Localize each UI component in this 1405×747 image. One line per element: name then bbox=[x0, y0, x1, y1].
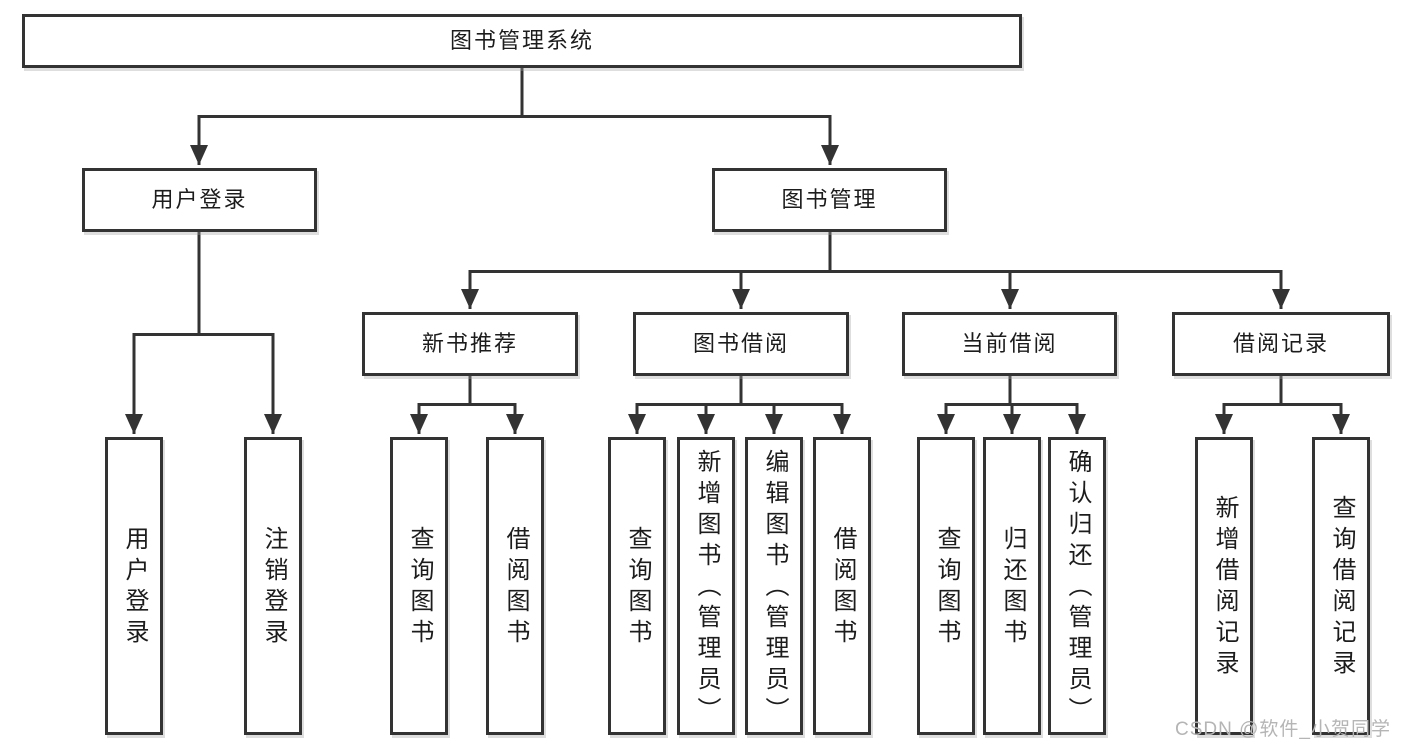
node-book-borrow: 图书借阅 bbox=[633, 312, 849, 376]
connector-book-borrow-children bbox=[628, 376, 851, 434]
connector-borrow-records-children bbox=[1215, 376, 1350, 434]
node-user-login: 用户登录 bbox=[82, 168, 317, 232]
connector-book-management-children bbox=[461, 232, 1290, 309]
leaf-add-borrow-record: 新增借阅记录 bbox=[1195, 437, 1253, 735]
node-new-book-recommend: 新书推荐 bbox=[362, 312, 578, 376]
leaf-return-book: 归还图书 bbox=[983, 437, 1041, 735]
leaf-query-books-borrow: 查询图书 bbox=[608, 437, 666, 735]
leaf-query-borrow-record: 查询借阅记录 bbox=[1312, 437, 1370, 735]
leaf-query-books-recommend: 查询图书 bbox=[390, 437, 448, 735]
leaf-confirm-return-admin: 确认归还（管理员） bbox=[1048, 437, 1106, 735]
leaf-add-book-admin: 新增图书（管理员） bbox=[677, 437, 735, 735]
connector-new-book-children bbox=[410, 376, 524, 434]
watermark-text: CSDN @软件_小贺同学 bbox=[1175, 719, 1391, 740]
leaf-borrow-books-borrow: 借阅图书 bbox=[813, 437, 871, 735]
leaf-edit-book-admin: 编辑图书（管理员） bbox=[745, 437, 803, 735]
connector-user-login-children bbox=[125, 232, 282, 434]
node-current-borrow: 当前借阅 bbox=[902, 312, 1117, 376]
leaf-query-books-current: 查询图书 bbox=[917, 437, 975, 735]
leaf-user-login: 用户登录 bbox=[105, 437, 163, 735]
node-root: 图书管理系统 bbox=[22, 14, 1022, 68]
node-borrow-records: 借阅记录 bbox=[1172, 312, 1390, 376]
connector-root-to-level2 bbox=[190, 68, 839, 165]
leaf-borrow-books-recommend: 借阅图书 bbox=[486, 437, 544, 735]
connector-current-borrow-children bbox=[937, 376, 1086, 434]
leaf-logout: 注销登录 bbox=[244, 437, 302, 735]
node-book-management: 图书管理 bbox=[712, 168, 947, 232]
